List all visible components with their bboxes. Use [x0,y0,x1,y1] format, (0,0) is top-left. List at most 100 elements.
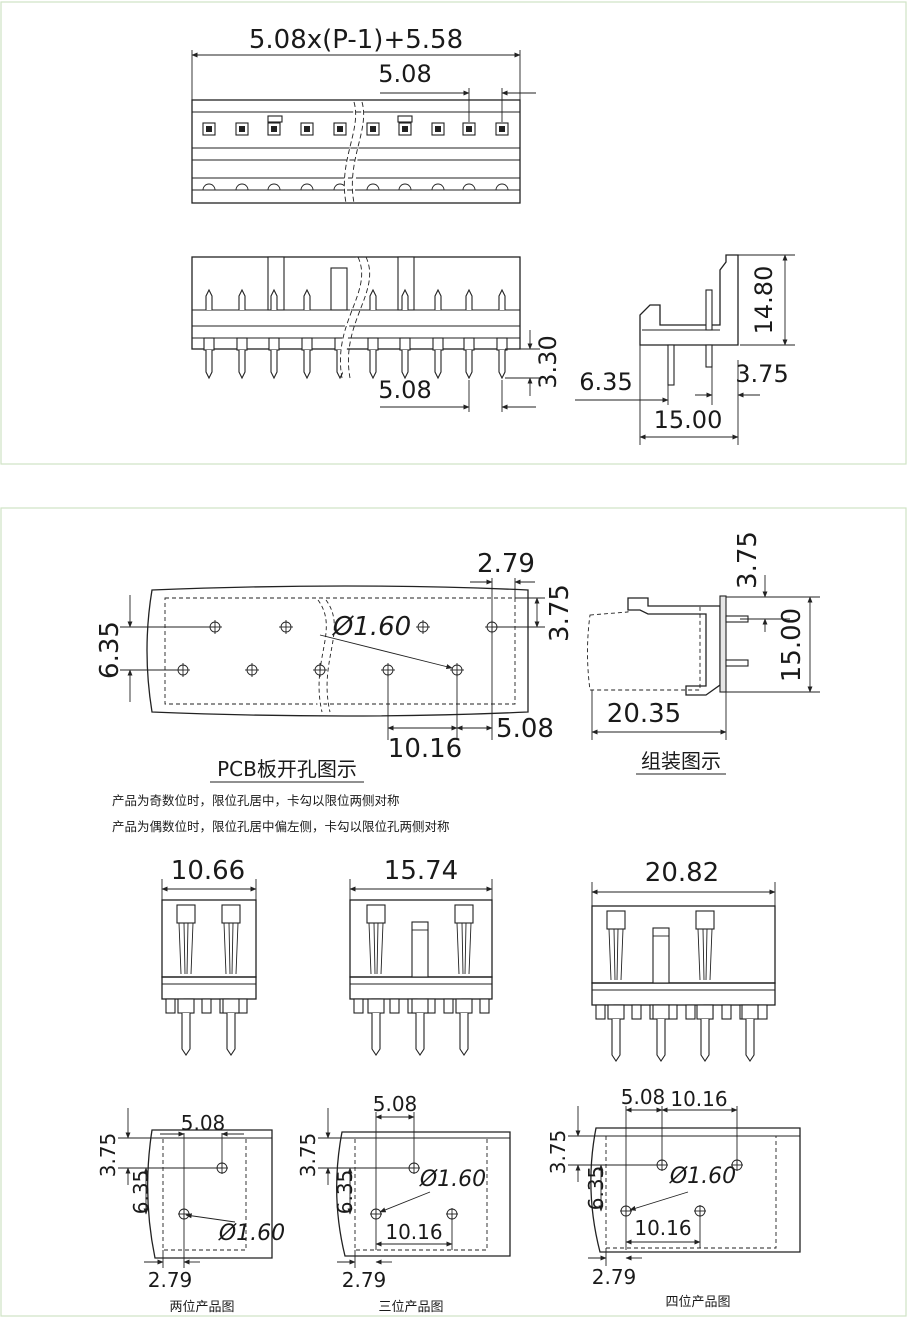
pin-collar [367,998,385,1014]
two-375-dim: 3.75 [96,1133,120,1178]
four-position-footprint: 3.75 6.35 5.08 10.16 10.16 2.79 Ø1.60 四位… [546,1085,801,1310]
center-key [411,921,429,978]
upper-pin [434,288,442,310]
lower-pin [205,350,213,380]
bump [495,183,509,191]
upper-pin [369,288,377,310]
base-tooth [631,1004,642,1020]
latch [454,904,474,924]
upper-pin [401,288,409,310]
pcb-pin [656,1019,666,1062]
three-position-footprint: 3.75 6.35 5.08 10.16 2.79 Ø1.60 三位产品图 [296,1092,511,1315]
pin-slot-inner [304,126,310,132]
overall-length-dim: 5.08x(P-1)+5.58 [249,25,463,55]
upper-pin [270,288,278,310]
pin-collar [203,337,215,351]
base-tooth [165,998,176,1014]
upper-pin [498,288,506,310]
latch-tab [397,115,413,123]
pin-slot-inner [337,126,343,132]
two-width-dim: 10.66 [171,856,245,886]
front-view: 5.08 3.30 [191,256,562,412]
bump [267,183,281,191]
bottom-panel-frame [0,507,907,1317]
pin-collar [236,337,248,351]
upper-pin [238,288,246,310]
three-hole-dim: Ø1.60 [419,1167,486,1192]
four-279-dim: 2.79 [592,1265,637,1289]
lower-pin [238,350,246,380]
three-508-dim: 5.08 [373,1092,418,1116]
side-width-dim: 15.00 [654,406,723,434]
two-279-dim: 2.79 [148,1268,193,1292]
four-caption: 四位产品图 [665,1295,730,1310]
pin-below-dim: 3.30 [534,335,562,388]
bump [202,183,216,191]
note-even: 产品为偶数位时，限位孔居中偏左侧，卡勾以限位孔两侧对称 [112,819,450,834]
pin-collar [463,337,475,351]
upper-pin [303,288,311,310]
assembly-2035-dim: 20.35 [607,699,681,729]
base-tooth [479,998,490,1014]
upper-pin [205,288,213,310]
base-tooth [721,1004,732,1020]
pcb-pin [611,1019,621,1062]
pin-collar [496,337,508,351]
base-tooth [201,998,212,1014]
side-offset-dim: 6.35 [579,368,632,396]
latch-tab [267,115,283,123]
bump [366,183,380,191]
lower-pin [401,350,409,380]
pin-slot-inner [206,126,212,132]
four-1016-top-dim: 10.16 [670,1087,727,1111]
pcb-375-dim: 3.75 [545,584,575,642]
pcb-pin [700,1019,710,1062]
three-375-dim: 3.75 [296,1133,320,1178]
three-caption: 三位产品图 [378,1300,443,1315]
base-tooth [595,1004,606,1020]
pin-collar [696,1004,714,1020]
pcb-pin [371,1013,381,1056]
side-height-dim: 14.80 [750,266,778,335]
upper-pin [465,288,473,310]
base-tooth [443,998,454,1014]
two-caption: 两位产品图 [169,1300,234,1315]
assembly-caption: 组装图示 [641,749,721,773]
top-view: 5.08x(P-1)+5.58 5.08 [191,25,536,204]
two-635-dim: 6.35 [129,1170,153,1215]
bump [431,183,445,191]
pin-collar [741,1004,759,1020]
latch [366,904,386,924]
pin-slot-inner [239,126,245,132]
latch [695,910,715,930]
pin-collar [652,1004,670,1020]
four-375-dim: 3.75 [546,1130,570,1175]
pcb-pin [415,1013,425,1056]
pin-collar [177,998,195,1014]
lower-pin [270,350,278,380]
two-position-footprint: 3.75 6.35 5.08 2.79 Ø1.60 两位产品图 [96,1108,285,1315]
side-pin-offset-dim: 3.75 [735,360,788,388]
lower-pin [465,350,473,380]
lower-pin [303,350,311,380]
pin-collar [607,1004,625,1020]
three-279-dim: 2.79 [342,1268,387,1292]
latch [606,910,626,930]
note-odd: 产品为奇数位时，限位孔居中，卡勾以限位两侧对称 [112,793,400,808]
pitch-top-dim: 5.08 [378,60,431,88]
three-635-dim: 6.35 [333,1170,357,1215]
three-width-dim: 15.74 [384,856,458,886]
pin-slot-inner [499,126,505,132]
base-tooth [757,1004,768,1020]
pin-slot-inner [466,126,472,132]
assembly-375-dim: 3.75 [733,531,763,589]
bump [462,183,476,191]
four-508-dim: 5.08 [621,1085,666,1109]
four-hole-dim: Ø1.60 [669,1164,736,1189]
base-tooth [389,998,400,1014]
bump [300,183,314,191]
base-tooth [353,998,364,1014]
pcb-pin [459,1013,469,1056]
pcb-1016-dim: 10.16 [388,734,462,764]
